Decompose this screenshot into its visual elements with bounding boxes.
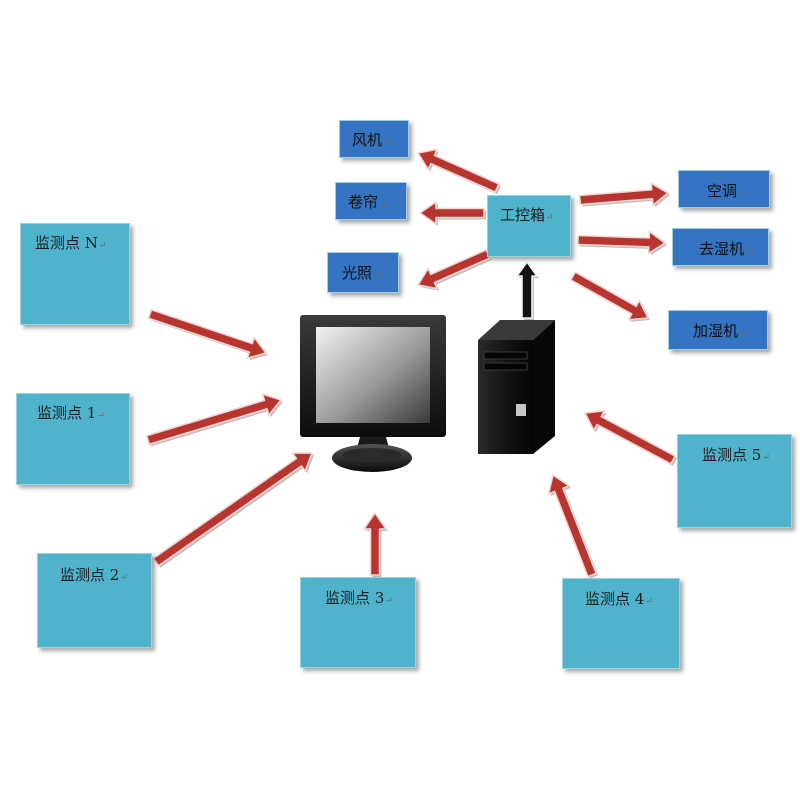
monitor-point-label-1: 监测点 1: [37, 404, 97, 422]
device-box-ac: 空调↵: [678, 170, 770, 208]
device-box-humidifier: 加湿机↵: [668, 310, 768, 350]
arrow-monitor-n-to-computer-shape: [147, 308, 267, 360]
monitor-point-box-3: 监测点 3↵: [300, 577, 416, 668]
device-box-fan: 风机↵: [339, 120, 409, 158]
paragraph-mark-icon: ↵: [546, 213, 554, 223]
arrow-monitor-3-to-computer: [363, 512, 388, 577]
arrow-controller-to-curtain: [419, 201, 486, 226]
device-box-curtain: 卷帘↵: [335, 182, 407, 220]
arrow-monitor-4-to-tower-shape: [547, 474, 598, 578]
paragraph-mark-icon: ↵: [762, 453, 770, 463]
device-label-dehumidifier: 去湿机: [699, 240, 745, 258]
controller-label: 工控箱↵: [500, 206, 554, 224]
monitor-point-box-n: 监测点 N↵: [20, 223, 130, 325]
paragraph-mark-icon: ↵: [739, 329, 747, 339]
device-label-light: 光照: [342, 264, 373, 282]
arrow-controller-to-light-shape: [417, 249, 491, 290]
arrow-monitor-1-to-computer: [145, 393, 283, 447]
arrow-controller-to-humidifier-shape: [569, 271, 649, 321]
arrow-monitor-5-to-tower-shape: [584, 409, 676, 465]
arrow-monitor-3-to-computer-shape: [363, 512, 387, 576]
monitor-point-label-n: 监测点 N: [35, 234, 98, 252]
arrow-tower-to-controller-shape: [516, 261, 538, 319]
paragraph-mark-icon: ↵: [379, 200, 387, 210]
arrow-controller-to-ac-shape: [578, 182, 669, 206]
device-box-light: 光照↵: [327, 252, 399, 293]
paragraph-mark-icon: ↵: [745, 247, 753, 257]
arrow-tower-to-controller: [516, 261, 539, 320]
monitor-point-box-1: 监测点 1↵: [16, 393, 130, 485]
monitor-point-box-5: 监测点 5↵: [677, 434, 792, 528]
monitor-point-label-2: 监测点 2: [60, 566, 120, 584]
device-label-curtain: 卷帘: [348, 193, 379, 211]
paragraph-mark-icon: ↵: [120, 573, 128, 583]
paragraph-mark-icon: ↵: [385, 596, 393, 606]
paragraph-mark-icon: ↵: [98, 241, 107, 251]
arrow-monitor-1-to-computer-shape: [145, 393, 282, 446]
paragraph-mark-icon: ↵: [373, 271, 381, 281]
monitor-point-label-5: 监测点 5: [702, 446, 762, 464]
arrow-controller-to-fan-shape: [417, 148, 500, 193]
pc-tower-icon: [478, 320, 555, 454]
desktop-monitor-icon: [300, 315, 446, 472]
paragraph-mark-icon: ↵: [738, 189, 746, 199]
arrow-monitor-n-to-computer: [147, 308, 268, 361]
device-label-fan: 风机: [352, 131, 383, 149]
arrow-layer: [145, 148, 678, 579]
arrow-monitor-2-to-computer-shape: [152, 452, 313, 567]
monitor-point-label-3: 监测点 3: [325, 589, 385, 607]
device-label-ac: 空调: [707, 182, 738, 200]
device-box-dehumidifier: 去湿机↵: [672, 228, 769, 266]
arrow-monitor-5-to-tower: [584, 409, 678, 466]
arrow-controller-to-humidifier: [569, 271, 650, 322]
arrow-controller-to-curtain-shape: [419, 201, 485, 225]
paragraph-mark-icon: ↵: [383, 138, 391, 148]
arrow-monitor-4-to-tower: [547, 474, 599, 579]
arrow-controller-to-dehumidifier: [576, 230, 667, 256]
arrow-controller-to-fan: [417, 148, 501, 195]
device-label-humidifier: 加湿机: [693, 322, 739, 340]
controller-box: 工控箱↵: [487, 195, 571, 257]
monitor-point-label-4: 监测点 4: [585, 590, 645, 608]
monitor-point-box-4: 监测点 4↵: [562, 578, 680, 669]
arrow-monitor-2-to-computer: [152, 452, 314, 568]
arrow-controller-to-ac: [578, 182, 670, 208]
arrow-controller-to-dehumidifier-shape: [576, 230, 666, 255]
paragraph-mark-icon: ↵: [97, 411, 105, 421]
monitor-point-box-2: 监测点 2↵: [37, 553, 152, 648]
paragraph-mark-icon: ↵: [645, 597, 653, 607]
arrow-controller-to-light: [417, 249, 492, 291]
